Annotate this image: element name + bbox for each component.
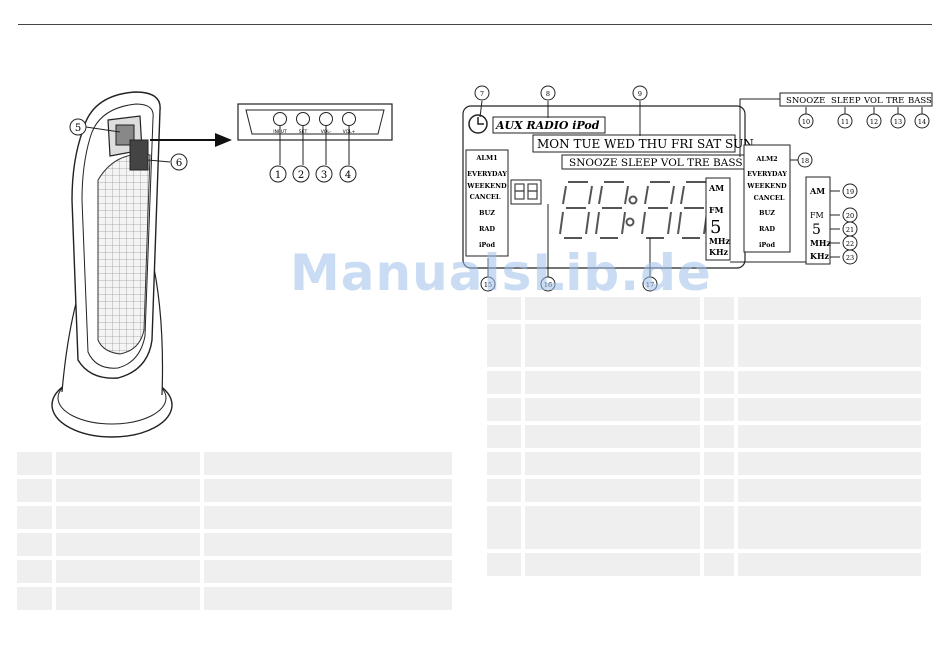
table-row [487,553,921,576]
table-row [487,479,921,502]
alm1-cancel: CANCEL [470,193,501,201]
callout-band-box [805,176,831,265]
cb-fm: FM [810,211,824,220]
table-row [17,587,452,610]
alm1-label: ALM1 [475,154,497,162]
callout-12: 12 [870,118,878,126]
table-row [17,452,452,475]
callout-2: 2 [298,170,304,181]
alm1-ipod: iPod [479,241,496,249]
callout-14: 14 [918,118,926,126]
main-clock-digits [559,181,711,239]
functions-text: SNOOZE SLEEP VOL TRE BASS [569,157,743,169]
days-box [532,134,736,153]
side-panel [129,139,149,171]
vol-up-button [342,112,356,126]
callout-10: 10 [802,118,810,126]
alm2-ipod: iPod [759,241,776,249]
days-text: MON TUE WED THU FRI SAT SUN [537,137,754,151]
table-row [17,479,452,502]
cb-5: 5 [812,222,821,238]
left-legend-table [17,448,452,614]
callout-22: 22 [846,240,854,248]
callout-18: 18 [801,157,809,165]
alm2-everyday: EVERYDAY [747,170,787,178]
lcd-5: 5 [710,217,721,238]
alm2-buz: BUZ [759,209,775,217]
callout-21: 21 [846,226,854,234]
alm2-label: ALM2 [755,155,777,163]
table-row [17,560,452,583]
alm1-rad: RAD [479,225,495,233]
sources-box [492,116,606,134]
speaker-grille [97,153,151,355]
lcd-fm: FM [709,205,724,215]
alm2-cancel: CANCEL [754,194,785,202]
callout-5: 5 [75,123,81,134]
lcd-khz: KHz [709,247,729,257]
cb-khz: KHz [810,251,830,261]
cb-mhz: MHz [810,238,831,248]
alm2-rad: RAD [759,225,775,233]
cf-bass: BASS [908,96,932,106]
callout-1: 1 [275,170,281,181]
table-row [487,324,921,367]
callout-9: 9 [638,90,642,98]
alm2-weekend: WEEKEND [746,182,787,190]
table-row [487,506,921,549]
callout-11: 11 [841,118,849,126]
alarm2-box [743,144,791,253]
callout-16: 16 [544,281,552,289]
alarm1-box [465,149,509,257]
alm1-everyday: EVERYDAY [467,170,507,178]
band-box [705,177,731,261]
vol-down-button [319,112,333,126]
alm1-buz: BUZ [479,209,495,217]
callout-20: 20 [846,212,854,220]
table-row [487,371,921,394]
cf-sleep: SLEEP [831,96,861,106]
callout-7: 7 [480,90,484,98]
callout-23: 23 [846,254,854,262]
cb-am: AM [809,186,825,196]
set-button [296,112,310,126]
cf-vol: VOL [863,96,883,106]
cf-tre: TRE [886,96,904,106]
table-row [17,533,452,556]
sources-text: AUX RADIO iPod [495,119,600,132]
callout-3: 3 [321,170,327,181]
callout-6: 6 [176,158,182,169]
callout-8: 8 [546,90,550,98]
cf-snooze: SNOOZE [786,96,825,106]
table-row [487,398,921,421]
table-row [487,452,921,475]
lcd-mhz: MHz [709,236,730,246]
callout-19: 19 [846,188,854,196]
alm1-weekend: WEEKEND [466,182,507,190]
right-legend-table [487,293,921,580]
input-button [273,112,287,126]
lcd-am: AM [708,183,724,193]
callout-15: 15 [484,281,492,289]
table-row [487,425,921,448]
callout-4: 4 [345,170,351,181]
table-row [17,506,452,529]
table-row [487,297,921,320]
watermark: ManualsLib.de [290,244,712,302]
callout-13: 13 [894,118,902,126]
callout-17: 17 [646,281,654,289]
header-rule [18,24,932,25]
